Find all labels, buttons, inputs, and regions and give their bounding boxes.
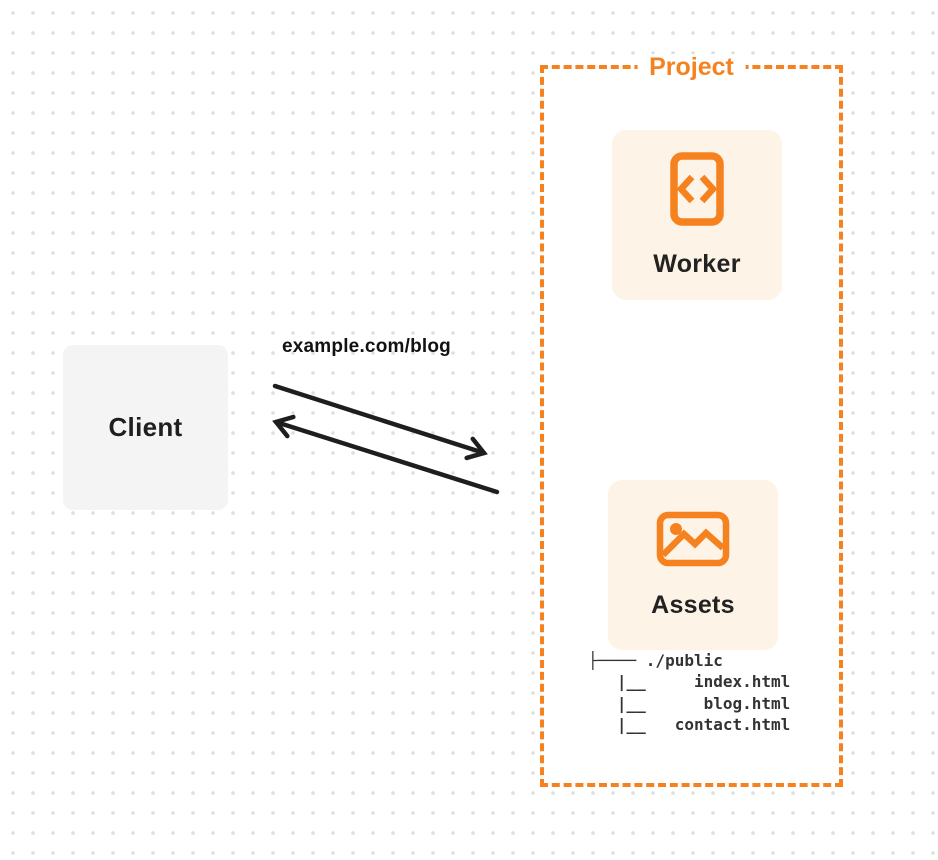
- request-url-label: example.com/blog: [282, 336, 451, 357]
- assets-label: Assets: [651, 590, 735, 619]
- project-label: Project: [637, 54, 746, 80]
- assets-file-tree: ├──── ./public |__ index.html |__ blog.h…: [588, 651, 791, 735]
- client-label: Client: [108, 412, 183, 442]
- assets-card: Assets: [608, 480, 778, 650]
- client-box: Client: [63, 345, 228, 510]
- worker-card: Worker: [612, 130, 782, 300]
- worker-label: Worker: [653, 249, 741, 278]
- code-document-icon: [670, 151, 724, 226]
- image-icon: [656, 511, 730, 566]
